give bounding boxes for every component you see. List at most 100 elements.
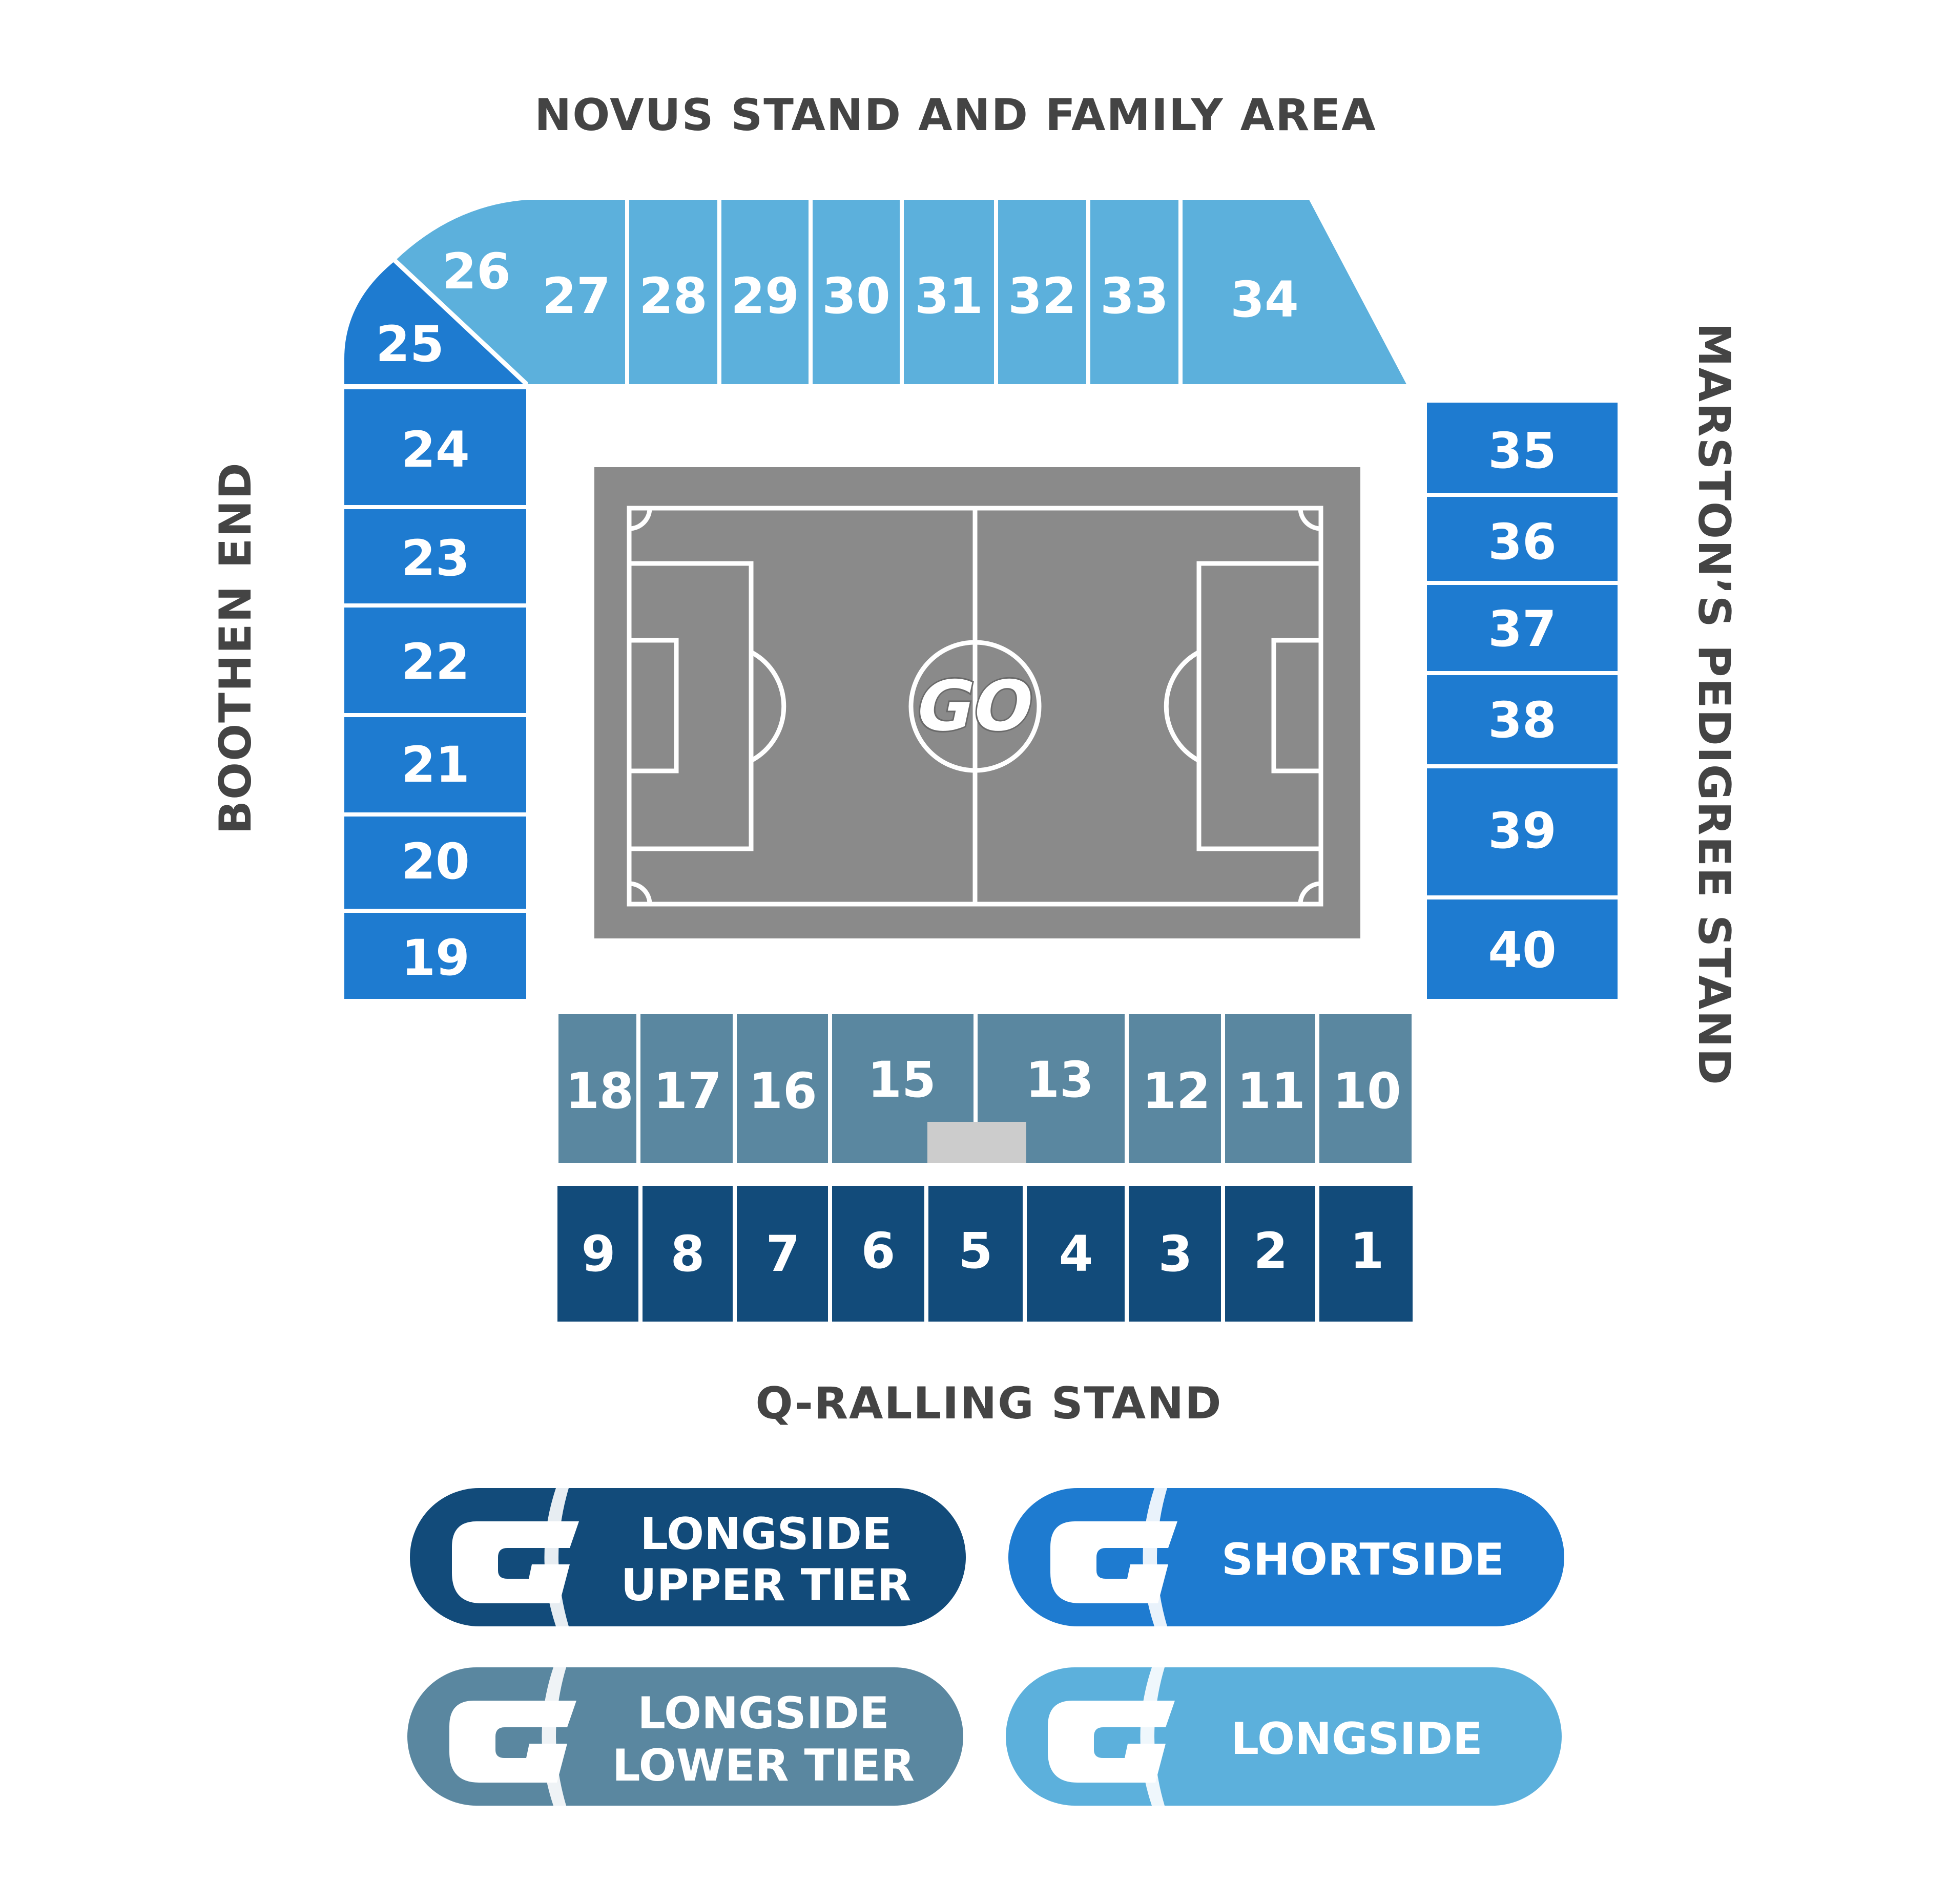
block-13[interactable] xyxy=(978,1014,1125,1163)
block-38-label: 38 xyxy=(1488,692,1557,749)
block-32[interactable] xyxy=(998,200,1086,384)
block-20[interactable] xyxy=(344,817,526,909)
block-3-label: 3 xyxy=(1158,1225,1193,1283)
block-35-label: 35 xyxy=(1488,422,1557,479)
block-1-label: 1 xyxy=(1350,1222,1384,1280)
block-1[interactable] xyxy=(1319,1186,1413,1322)
block-33[interactable] xyxy=(1090,200,1178,384)
block-33-label: 33 xyxy=(1100,267,1169,325)
block-27[interactable] xyxy=(528,200,625,384)
block-36-label: 36 xyxy=(1488,513,1557,571)
right-penalty-arc xyxy=(1164,650,1200,763)
block-20-label: 20 xyxy=(401,833,470,890)
block-5[interactable] xyxy=(928,1186,1023,1322)
block-39[interactable] xyxy=(1427,768,1618,895)
block-8-label: 8 xyxy=(671,1225,705,1283)
legend-shortside-line1: SHORTSIDE xyxy=(1221,1534,1504,1585)
block-38[interactable] xyxy=(1427,675,1618,764)
block-29-label: 29 xyxy=(731,267,799,325)
tunnel-area xyxy=(927,1122,1026,1163)
block-23-label: 23 xyxy=(401,530,470,587)
stand-title-north: NOVUS STAND AND FAMILY AREA xyxy=(534,90,1376,141)
block-19-label: 19 xyxy=(401,929,470,987)
legend-longside-lower-tier: LONGSIDE LOWER TIER xyxy=(407,1667,963,1806)
legend-longside-lower-tier-line1: LONGSIDE xyxy=(637,1688,889,1739)
block-27-label: 27 xyxy=(542,267,611,325)
block-18[interactable] xyxy=(558,1014,636,1163)
block-12[interactable] xyxy=(1129,1014,1221,1163)
block-2-label: 2 xyxy=(1254,1222,1288,1280)
block-26[interactable] xyxy=(395,200,528,384)
block-30[interactable] xyxy=(813,200,900,384)
block-7[interactable] xyxy=(737,1186,828,1322)
centre-circle xyxy=(908,640,1042,773)
block-34[interactable] xyxy=(1183,200,1406,384)
legend-longside-line1: LONGSIDE xyxy=(1231,1713,1482,1765)
block-17[interactable] xyxy=(640,1014,733,1163)
block-37-label: 37 xyxy=(1488,600,1557,658)
block-32-label: 32 xyxy=(1008,267,1076,325)
block-5-label: 5 xyxy=(959,1222,993,1280)
block-40[interactable] xyxy=(1427,899,1618,999)
svg-text:GO: GO xyxy=(909,666,1042,746)
block-28[interactable] xyxy=(629,200,717,384)
block-15[interactable] xyxy=(832,1014,974,1163)
block-10-label: 10 xyxy=(1333,1062,1401,1120)
block-13-label: 13 xyxy=(1025,1051,1094,1108)
block-25[interactable] xyxy=(344,261,528,384)
east-stand: 35 36 37 38 39 40 xyxy=(1427,403,1618,999)
legend: LONGSIDE UPPER TIER SHORTSIDE LONGSIDE L… xyxy=(407,1488,1564,1806)
block-26-label: 26 xyxy=(442,243,511,300)
legend-longside-upper-tier-line2: UPPER TIER xyxy=(621,1560,911,1611)
block-30-label: 30 xyxy=(822,267,890,325)
south-stand-upper: 9 8 7 6 5 4 3 2 1 xyxy=(557,1186,1413,1322)
block-18-label: 18 xyxy=(565,1062,634,1120)
block-8[interactable] xyxy=(643,1186,733,1322)
block-16-label: 16 xyxy=(749,1062,817,1120)
block-36[interactable] xyxy=(1427,497,1618,581)
block-39-label: 39 xyxy=(1488,802,1557,860)
left-penalty-arc xyxy=(750,650,786,763)
block-29[interactable] xyxy=(721,200,809,384)
block-3[interactable] xyxy=(1129,1186,1221,1322)
block-16[interactable] xyxy=(737,1014,828,1163)
legend-longside: LONGSIDE xyxy=(1006,1667,1562,1806)
stand-title-west: BOOTHEN END xyxy=(210,462,261,834)
left-goal-area xyxy=(627,638,679,773)
block-21-label: 21 xyxy=(401,736,470,793)
block-25-label: 25 xyxy=(376,316,444,373)
block-31[interactable] xyxy=(904,200,994,384)
legend-shortside: SHORTSIDE xyxy=(1008,1488,1564,1626)
block-37[interactable] xyxy=(1427,585,1618,671)
block-35[interactable] xyxy=(1427,403,1618,493)
block-9[interactable] xyxy=(557,1186,638,1322)
legend-longside-lower-tier-line2: LOWER TIER xyxy=(612,1740,915,1791)
stand-title-east: MARSTON’S PEDIGREE STAND xyxy=(1688,323,1739,1086)
block-17-label: 17 xyxy=(653,1062,722,1120)
pitch: GO xyxy=(594,467,1360,938)
legend-longside-upper-tier: LONGSIDE UPPER TIER xyxy=(410,1488,966,1626)
go-logo-icon: GO xyxy=(907,664,1043,748)
stand-title-south: Q-RALLING STAND xyxy=(755,1378,1222,1429)
block-10[interactable] xyxy=(1319,1014,1412,1163)
block-11-label: 11 xyxy=(1237,1062,1306,1120)
block-19[interactable] xyxy=(344,913,526,999)
block-4[interactable] xyxy=(1027,1186,1125,1322)
west-stand: 24 23 22 21 20 19 xyxy=(344,389,526,999)
block-2[interactable] xyxy=(1225,1186,1315,1322)
block-23[interactable] xyxy=(344,509,526,603)
block-6[interactable] xyxy=(832,1186,924,1322)
block-24[interactable] xyxy=(344,389,526,505)
block-6-label: 6 xyxy=(861,1222,896,1280)
north-stand: 26 25 27 28 29 30 31 32 33 34 xyxy=(344,200,1406,387)
block-22[interactable] xyxy=(344,608,526,713)
right-goal-area xyxy=(1271,638,1323,773)
block-24-label: 24 xyxy=(401,421,470,478)
block-40-label: 40 xyxy=(1488,922,1557,979)
block-31-label: 31 xyxy=(915,267,983,325)
block-15-label: 15 xyxy=(867,1051,936,1108)
block-21[interactable] xyxy=(344,717,526,812)
block-11[interactable] xyxy=(1225,1014,1315,1163)
block-34-label: 34 xyxy=(1230,271,1299,328)
